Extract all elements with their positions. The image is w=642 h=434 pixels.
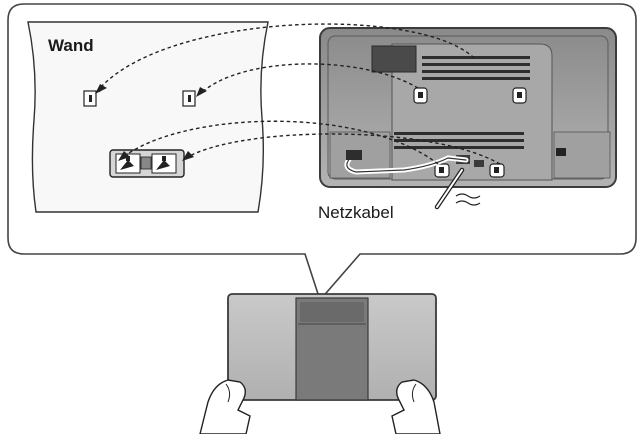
mounting-hole-upper-right: [512, 87, 527, 104]
mounting-hole-upper-left: [413, 87, 428, 104]
device-front-view: [227, 293, 437, 401]
alignment-arrow-2: [199, 63, 419, 95]
left-hand: [199, 379, 251, 434]
power-cable-label: Netzkabel: [318, 203, 394, 222]
wall-label: Wand: [48, 36, 94, 55]
wall-screw-marker-left: [83, 90, 97, 107]
alignment-arrow-3: [121, 120, 439, 165]
mounting-hole-lower-left: [434, 163, 450, 178]
wall-panel: [27, 21, 269, 213]
right-hand: [391, 379, 441, 434]
power-cable-squiggle: [455, 193, 481, 206]
wall-screw-marker-right: [182, 90, 196, 107]
wall-bracket: [109, 149, 185, 178]
device-back-view: [319, 27, 617, 188]
mounting-hole-lower-right: [489, 163, 505, 178]
